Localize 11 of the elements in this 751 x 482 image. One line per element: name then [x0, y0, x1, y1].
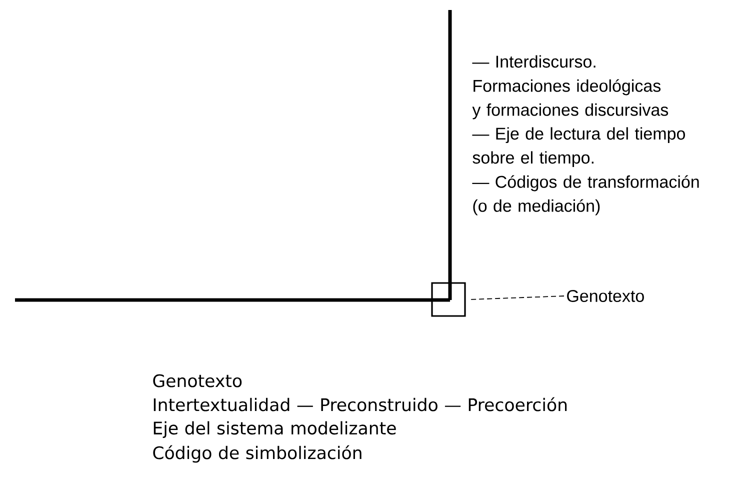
square-marker [431, 282, 466, 317]
node-text: Genotexto [567, 290, 644, 302]
annotation-text: Intertextualidad — Preconstruido — Precoerción [154, 397, 567, 412]
annotation-text: — Códigos de transformación (o de mediación) [472, 175, 699, 216]
annotation-text: — Eje de lectura del tiempo sobre el tiempo. [472, 127, 685, 168]
annotation-text: Genotexto [153, 374, 242, 388]
annotation-text: Código de simbolización [153, 445, 362, 463]
annotation-text: — Interdiscurso. [472, 55, 596, 68]
leader-line [469, 296, 564, 300]
annotation-text: Formaciones ideológicas y formaciones discursivas [472, 79, 668, 120]
annotation-text: Eje del sistema modelizante [154, 421, 396, 438]
